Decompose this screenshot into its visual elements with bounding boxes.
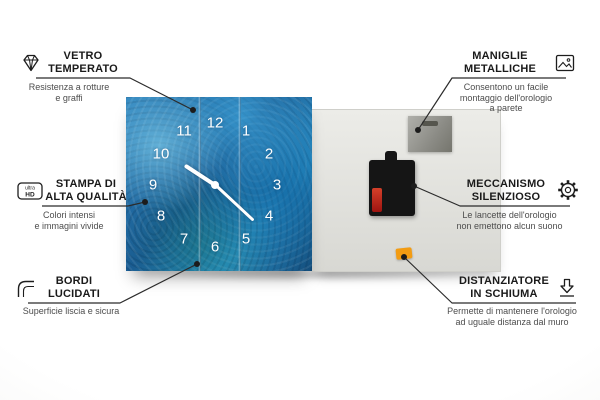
gear-icon (556, 178, 580, 202)
callout-subtitle: Permette di mantenere l'orologio ad ugua… (447, 306, 577, 327)
callout-title-line: MANIGLIE (472, 50, 528, 62)
callout-title-line: STAMPA DI (55, 178, 117, 190)
battery (372, 188, 382, 212)
clock-front-image: 1 2 3 4 5 6 7 8 9 10 11 12 (126, 97, 312, 271)
glass-panel-seam (198, 97, 201, 271)
clock-number: 2 (264, 145, 274, 163)
callout-subtitle: Resistenza a rotture e graffi (28, 82, 110, 103)
callout-high-quality-print: ultra HD STAMPA DI ALTA QUALITÀ Colori i… (0, 176, 145, 246)
callout-silent-mechanism: MECCANISMO SILENZIOSO Le lancette dell'o… (430, 176, 600, 246)
clock-center-cap (211, 181, 219, 189)
clock-number: 9 (148, 176, 158, 194)
callout-title: STAMPA DI ALTA QUALITÀ (40, 178, 132, 204)
clock-number: 8 (156, 207, 166, 225)
callout-subtitle: Superficie liscia e sicura (22, 306, 120, 316)
callout-title-line: BORDI (55, 275, 93, 287)
callout-title: VETRO TEMPERATO (34, 50, 132, 76)
arrow-down-icon (556, 277, 578, 299)
diamond-icon (20, 52, 42, 74)
callout-title-line: ALTA QUALITÀ (45, 191, 127, 203)
clock-number: 7 (179, 230, 189, 248)
callout-title-line: SILENZIOSO (471, 191, 541, 203)
minute-hand (214, 183, 255, 222)
callout-title: MECCANISMO SILENZIOSO (458, 178, 554, 204)
picture-frame-icon (554, 52, 576, 74)
callout-title-line: DISTANZIATORE (459, 275, 549, 287)
callout-foam-spacer: DISTANZIATORE IN SCHIUMA Permette di man… (428, 273, 600, 333)
mechanism-hook (385, 151, 397, 161)
callout-subtitle: Colori intensi e immagini vivide (34, 210, 104, 231)
callout-metal-handles: MANIGLIE METALLICHE Consentono un facile… (430, 46, 600, 126)
callout-title: DISTANZIATORE IN SCHIUMA (452, 275, 556, 301)
clock-mechanism (369, 151, 415, 216)
callout-title-line: TEMPERATO (48, 63, 118, 75)
clock-number: 6 (210, 238, 220, 256)
callout-title-line: METALLICHE (463, 63, 537, 75)
callout-title-line: MECCANISMO (466, 178, 546, 190)
clock-number: 10 (152, 145, 170, 163)
foam-spacer (395, 247, 413, 260)
glass-panel-seam (238, 97, 241, 271)
svg-text:HD: HD (25, 192, 35, 199)
rounded-edge-icon (15, 278, 37, 300)
clock-number: 4 (264, 207, 274, 225)
clock-number: 1 (241, 122, 251, 140)
ultra-hd-icon: ultra HD (17, 182, 43, 200)
callout-title-line: VETRO (63, 50, 103, 62)
callout-polished-edges: BORDI LUCIDATI Superficie liscia e sicur… (0, 273, 145, 333)
callout-title: BORDI LUCIDATI (26, 275, 122, 301)
callout-title-line: LUCIDATI (47, 288, 101, 300)
callout-tempered-glass: VETRO TEMPERATO Resistenza a rotture e g… (0, 46, 140, 116)
callout-title-line: IN SCHIUMA (470, 288, 538, 300)
callout-subtitle: Le lancette dell'orologio non emettono a… (456, 210, 563, 231)
clock-number: 12 (206, 114, 224, 132)
clock-number: 3 (272, 176, 282, 194)
svg-text:ultra: ultra (25, 186, 35, 192)
callout-title: MANIGLIE METALLICHE (450, 50, 550, 76)
clock-number: 5 (241, 230, 251, 248)
callout-subtitle: Consentono un facile montaggio dell'orol… (459, 82, 553, 113)
clock-number: 11 (176, 122, 192, 140)
